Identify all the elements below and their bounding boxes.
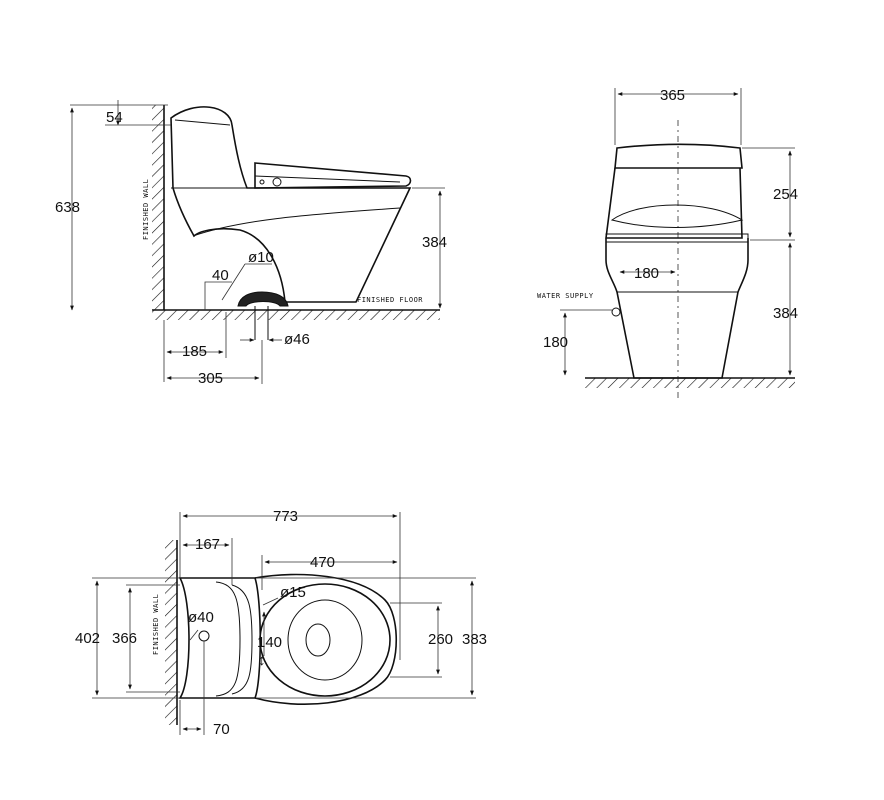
dim-top-tank-depth: 167 (195, 536, 220, 553)
top-water-spot (305, 623, 331, 657)
side-hinge (272, 177, 282, 187)
label-finished-wall-side: FINISHED WALL (142, 179, 150, 240)
top-bowl-outline (254, 573, 398, 706)
top-seat-opening (259, 583, 391, 697)
front-view: 365 254 384 180 WATER SUPPLY 180 (537, 87, 798, 400)
side-wall-hatch (152, 105, 164, 310)
dim-side-wall-offset: 54 (106, 109, 123, 126)
top-drain (198, 630, 210, 642)
dim-front-bowl-height: 384 (773, 305, 798, 322)
label-water-supply: WATER SUPPLY (537, 292, 594, 300)
dim-top-drain-from-wall: 70 (213, 721, 230, 738)
side-seat (254, 162, 412, 189)
front-toilet-body (605, 167, 749, 379)
side-floor-hatch (152, 310, 440, 320)
label-finished-wall-top: FINISHED WALL (152, 594, 160, 655)
dim-top-supply-dia: ø15 (280, 584, 306, 601)
dim-top-bowl-width: 383 (462, 631, 487, 648)
dim-front-width: 365 (660, 87, 685, 104)
label-finished-floor: FINISHED FLOOR (357, 296, 423, 304)
side-outlet-flange (237, 291, 289, 307)
dim-side-outlet-dia: ø46 (284, 331, 310, 348)
dim-front-seat-height: 254 (773, 186, 798, 203)
dim-front-supply-height: 180 (543, 334, 568, 351)
dim-top-length: 773 (273, 508, 298, 525)
front-floor-hatch (585, 378, 795, 388)
dim-top-bowl-length: 470 (310, 554, 335, 571)
dim-front-supply-offset: 180 (634, 265, 659, 282)
dim-side-inlet-dia: ø10 (248, 249, 274, 266)
side-view: 638 54 FINISHED WALL 384 FINISHED FLOOR … (55, 100, 447, 387)
dim-side-total-rough: 305 (198, 370, 223, 387)
dim-side-height: 638 (55, 199, 80, 216)
top-view: FINISHED WALL 773 167 470 ø15 140 ↕ (75, 508, 487, 738)
front-water-supply (611, 307, 621, 317)
dim-top-drain-dia: ø40 (188, 609, 214, 626)
front-seat-top (614, 143, 743, 169)
icon-top-arrow-glyph: ↕ (258, 652, 266, 669)
front-bowl-rim (610, 204, 744, 228)
dim-side-outlet-from-wall: 185 (182, 343, 207, 360)
dim-side-bowl-height: 384 (422, 234, 447, 251)
top-wall-hatch (165, 540, 177, 725)
dim-top-width-inner: 366 (112, 630, 137, 647)
dim-top-seat-width: 260 (428, 631, 453, 648)
side-toilet-body (170, 106, 412, 303)
dim-top-width-total: 402 (75, 630, 100, 647)
dim-side-inlet-height: 40 (212, 267, 229, 284)
dim-top-supply-offset: 140 (257, 634, 282, 651)
